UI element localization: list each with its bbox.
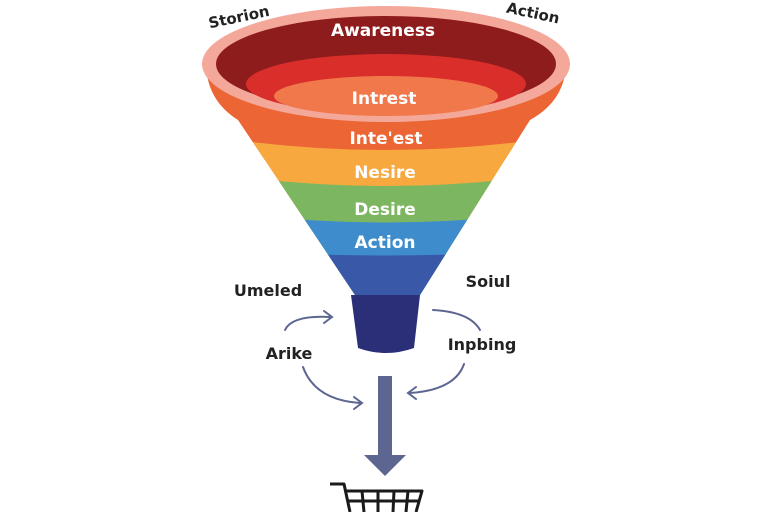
stage-label-intrest: Intrest (352, 89, 417, 109)
curved-arrow-icon (409, 363, 465, 394)
side-label-inpbing: Inpbing (448, 335, 517, 354)
stage-label-nesire: Nesire (354, 163, 416, 183)
funnel-spout (351, 295, 420, 353)
curved-arrow-icon (302, 366, 361, 404)
cycle-arrows (284, 309, 481, 410)
curved-arrow-icon (432, 309, 481, 331)
stage-label-action: Action (355, 233, 416, 253)
curved-arrow-icon (284, 315, 331, 331)
side-label-soiul: Soiul (466, 272, 511, 291)
stage-label-awareness: Awareness (331, 21, 435, 41)
arrowhead-icon (406, 386, 417, 400)
side-label-arike: Arike (266, 344, 313, 363)
arrow-down-icon (364, 376, 406, 476)
stage-label-inte-est: Inte'est (349, 129, 422, 149)
arrowhead-icon (353, 396, 364, 410)
stage-label-desire: Desire (354, 200, 416, 220)
arrowhead-icon (323, 310, 334, 324)
side-label-umeled: Umeled (234, 281, 302, 300)
funnel-inner-orange (274, 76, 498, 116)
shopping-cart-icon (330, 482, 424, 512)
